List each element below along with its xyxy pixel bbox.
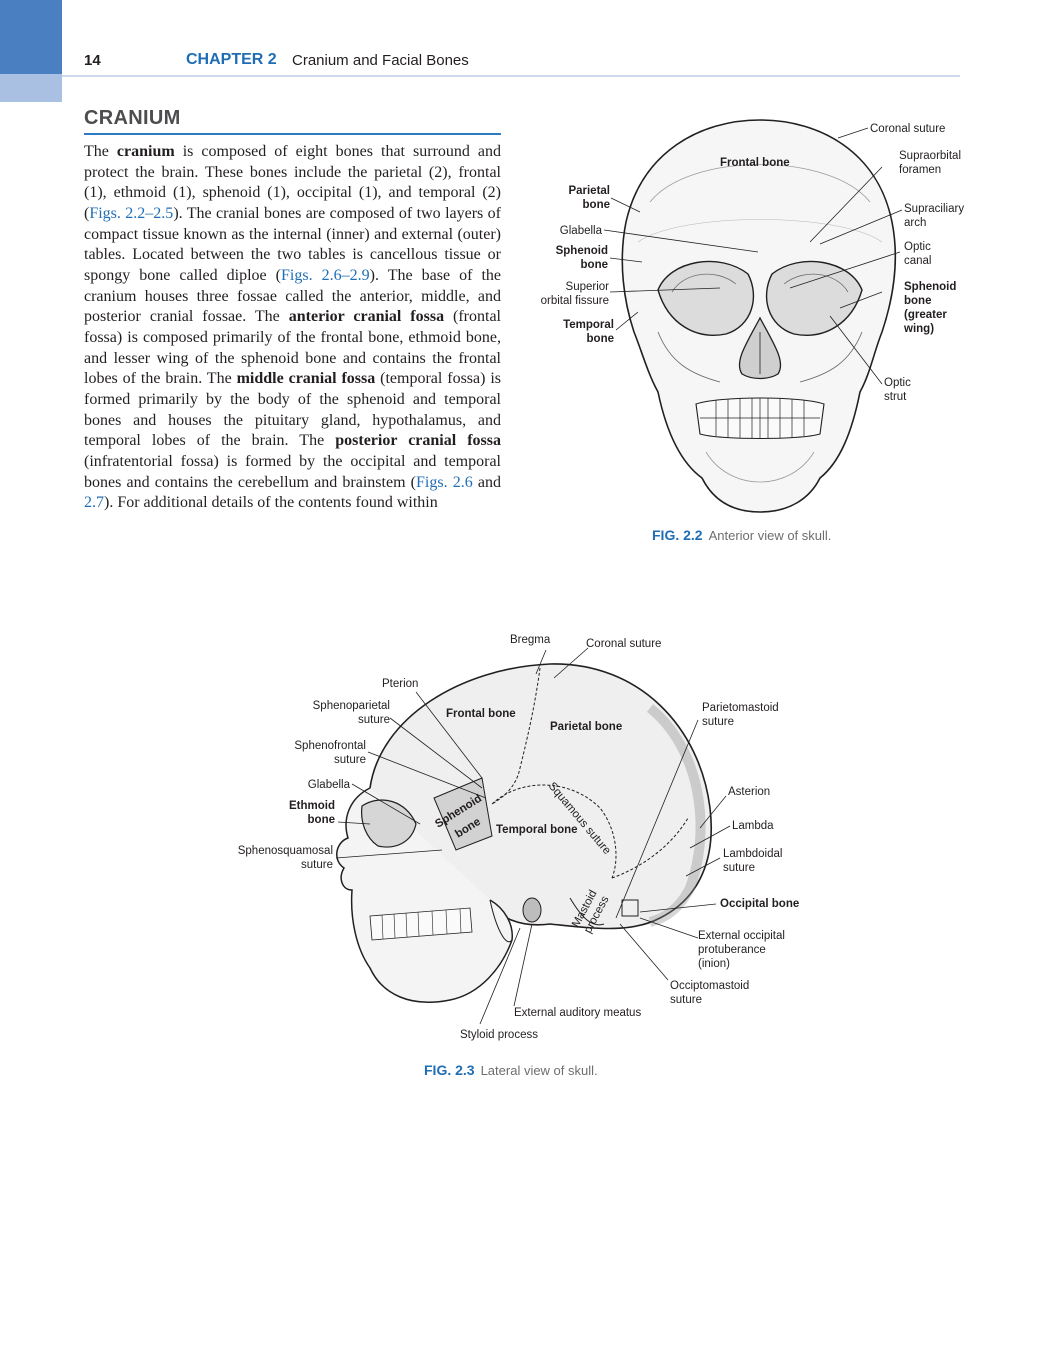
label-sphenofrontal: Sphenofrontal (294, 740, 366, 752)
fig23-caption: FIG. 2.3 Lateral view of skull. (424, 1062, 598, 1078)
label-occiptomastoid-suture: suture (670, 994, 702, 1006)
label-bregma: Bregma (510, 634, 551, 646)
chapter-tab (0, 0, 62, 74)
skull-anterior-drawing (621, 119, 897, 513)
label-occiptomastoid: Occiptomastoid (670, 980, 749, 992)
section-heading: CRANIUM (84, 107, 181, 129)
chapter-label: CHAPTER 2 (186, 51, 277, 68)
label-external-occipital: External occipital (698, 930, 785, 942)
figure-reference[interactable]: Figs. 2.6 (416, 473, 473, 491)
fig23-caption-text: Lateral view of skull. (480, 1063, 598, 1078)
text-run: ). For additional details of the content… (104, 494, 438, 512)
fig22-number: FIG. 2.2 (652, 527, 703, 543)
label-sphenoid-bone-left: bone (581, 259, 608, 271)
label-temporal: Temporal (563, 319, 614, 331)
label-orbital-fissure: orbital fissure (541, 295, 609, 307)
label-frontal-bone: Frontal bone (720, 157, 790, 169)
chapter-title: Cranium and Facial Bones (292, 52, 469, 69)
page-number: 14 (84, 52, 101, 69)
text-run: and (472, 473, 501, 491)
label-parietomastoid: Parietomastoid (702, 702, 779, 714)
figure-reference[interactable]: 2.7 (84, 494, 104, 512)
label-parietal-bone: Parietal bone (550, 721, 622, 733)
label-parietomastoid-suture: suture (702, 716, 734, 728)
text-run: (frontal fossa) is composed primarily of… (84, 308, 501, 388)
header-rule (62, 75, 960, 77)
label-asterion: Asterion (728, 786, 770, 798)
label-foramen: foramen (899, 164, 941, 176)
section-rule (84, 133, 501, 135)
label-optic: Optic (904, 241, 931, 253)
label-styloid-process: Styloid process (460, 1029, 538, 1041)
label-coronal-suture-lateral: Coronal suture (586, 638, 661, 650)
label-temporal-bone: bone (587, 333, 614, 345)
label-wing: wing) (903, 323, 934, 335)
fig23-number: FIG. 2.3 (424, 1062, 475, 1078)
fig22-caption: FIG. 2.2 Anterior view of skull. (652, 527, 831, 543)
label-supraciliary: Supraciliary (904, 203, 964, 215)
body-paragraph: The cranium is composed of eight bones t… (84, 142, 501, 514)
figure-reference[interactable]: Figs. 2.2–2.5 (89, 204, 174, 222)
label-greater: (greater (904, 309, 947, 321)
label-sphenoid-right: Sphenoid (904, 281, 956, 293)
label-sphenoid-left: Sphenoid (556, 245, 608, 257)
label-protuberance: protuberance (698, 944, 766, 956)
label-sphenosquamosal-suture: suture (301, 859, 333, 871)
label-sphenoparietal: Sphenoparietal (313, 700, 390, 712)
text-run: The (84, 143, 117, 160)
bold-term: anterior cranial fossa (288, 308, 445, 326)
label-supraorbital: Supraorbital (899, 150, 961, 162)
label-optic-strut-1: Optic (884, 377, 911, 389)
figure-reference[interactable]: Figs. 2.6–2.9 (281, 266, 370, 284)
figure-anterior-skull: Coronal suture Frontal bone Supraorbital… (520, 112, 990, 520)
bold-term: middle cranial fossa (236, 370, 376, 388)
label-coronal-suture: Coronal suture (870, 123, 945, 135)
fig22-caption-text: Anterior view of skull. (708, 528, 832, 543)
label-lambdoidal-suture: suture (723, 862, 755, 874)
label-optic-strut-2: strut (884, 391, 907, 403)
label-glabella-lateral: Glabella (308, 779, 351, 791)
label-canal: canal (904, 255, 932, 267)
label-lambda: Lambda (732, 820, 774, 832)
label-sphenofrontal-suture: suture (334, 754, 366, 766)
label-ethmoid-bone: bone (308, 814, 335, 826)
label-parietal-bone: bone (583, 199, 610, 211)
label-pterion: Pterion (382, 678, 418, 690)
label-sphenosquamosal: Sphenosquamosal (238, 845, 333, 857)
bold-term: posterior cranial fossa (335, 432, 502, 450)
figure-lateral-skull: Bregma Coronal suture Pterion Sphenopari… (220, 628, 820, 1048)
label-inion: (inion) (698, 958, 730, 970)
text-run: (infratentorial fossa) is formed by the … (84, 452, 501, 491)
label-lambdoidal: Lambdoidal (723, 848, 782, 860)
label-occipital-bone: Occipital bone (720, 898, 799, 910)
text-run: ). The cranial bones are composed of two… (84, 204, 501, 284)
label-glabella: Glabella (560, 225, 603, 237)
label-sphenoparietal-suture: suture (358, 714, 390, 726)
text-run: (temporal fossa) is formed primarily by … (84, 370, 502, 450)
text-run: ). The base of the cranium houses three … (84, 266, 502, 326)
label-sphenoid-bone-right: bone (904, 295, 931, 307)
label-external-auditory-meatus: External auditory meatus (514, 1007, 641, 1019)
text-run: is composed of eight bones that surround… (84, 143, 502, 222)
label-frontal-bone-lateral: Frontal bone (446, 708, 516, 720)
label-parietal: Parietal (568, 185, 610, 197)
bold-term: cranium (116, 143, 175, 160)
label-arch: arch (904, 217, 926, 229)
chapter-tab-accent (0, 74, 62, 102)
label-temporal-bone-lateral: Temporal bone (496, 824, 578, 836)
label-ethmoid: Ethmoid (289, 800, 335, 812)
label-superior: Superior (566, 281, 610, 293)
